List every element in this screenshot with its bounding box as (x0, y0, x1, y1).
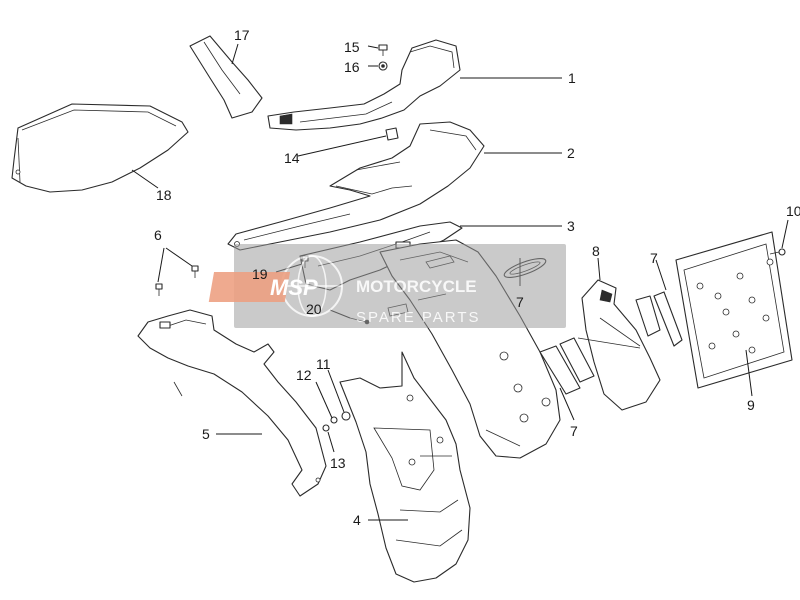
watermark-logo-badge (208, 272, 291, 302)
callout-17: 17 (234, 27, 250, 43)
callout-7b: 7 (650, 250, 658, 266)
callout-3: 3 (567, 218, 575, 234)
callout-10: 10 (786, 203, 800, 219)
callout-14: 14 (284, 150, 300, 166)
callout-8: 8 (592, 243, 600, 259)
callout-20: 20 (306, 301, 322, 317)
callout-11: 11 (316, 356, 331, 372)
callout-6: 6 (154, 227, 162, 243)
part-8-license-light (577, 279, 661, 411)
part-6-screws (155, 265, 199, 296)
part-5-mudguard-bracket (137, 309, 327, 497)
watermark-line-1: MOTORCYCLE (356, 277, 477, 296)
callout-18: 18 (156, 187, 172, 203)
part-7-gaskets-middle (539, 337, 595, 395)
part-12-nut (330, 416, 338, 424)
callout-13: 13 (330, 455, 346, 471)
callout-labels: 1 2 3 4 5 6 7 7 7 8 9 10 11 12 13 14 15 … (154, 27, 800, 528)
callout-7c: 7 (570, 423, 578, 439)
part-15-screw (378, 44, 388, 56)
callout-7a: 7 (516, 294, 524, 310)
callout-16: 16 (344, 59, 360, 75)
callout-2: 2 (567, 145, 575, 161)
callout-19: 19 (252, 266, 268, 282)
part-7-gasket-right (653, 291, 683, 347)
callout-4: 4 (353, 512, 361, 528)
watermark: MSP MOTORCYCLE SPARE PARTS (208, 244, 566, 328)
part-16-washer (378, 61, 388, 71)
callout-1: 1 (568, 70, 576, 86)
callout-15: 15 (344, 39, 360, 55)
part-14-nut (385, 127, 399, 141)
watermark-line-2: SPARE PARTS (356, 309, 481, 326)
part-13-nut (322, 424, 330, 432)
part-1-grab-handle (267, 39, 461, 131)
callout-9: 9 (747, 397, 755, 413)
part-17-small-cover (189, 35, 263, 119)
part-4-rear-mudguard (339, 351, 471, 583)
callout-12: 12 (296, 367, 312, 383)
part-11-washer (341, 411, 351, 421)
callout-5: 5 (202, 426, 210, 442)
part-9-plate-holder (675, 231, 793, 389)
part-10-screw (769, 248, 786, 256)
watermark-logo-text: MSP (270, 275, 318, 300)
part-18-side-cover (11, 103, 189, 193)
watermark-background (234, 244, 566, 328)
